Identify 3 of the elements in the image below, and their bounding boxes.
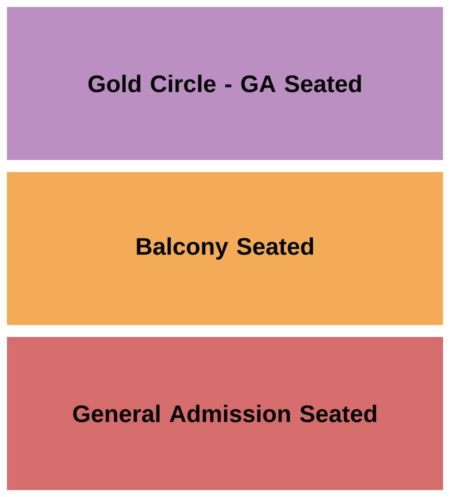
seating-section: Balcony Seated bbox=[7, 172, 443, 325]
seating-section: General Admission Seated bbox=[7, 337, 443, 490]
seating-section: Gold Circle - GA Seated bbox=[7, 7, 443, 160]
